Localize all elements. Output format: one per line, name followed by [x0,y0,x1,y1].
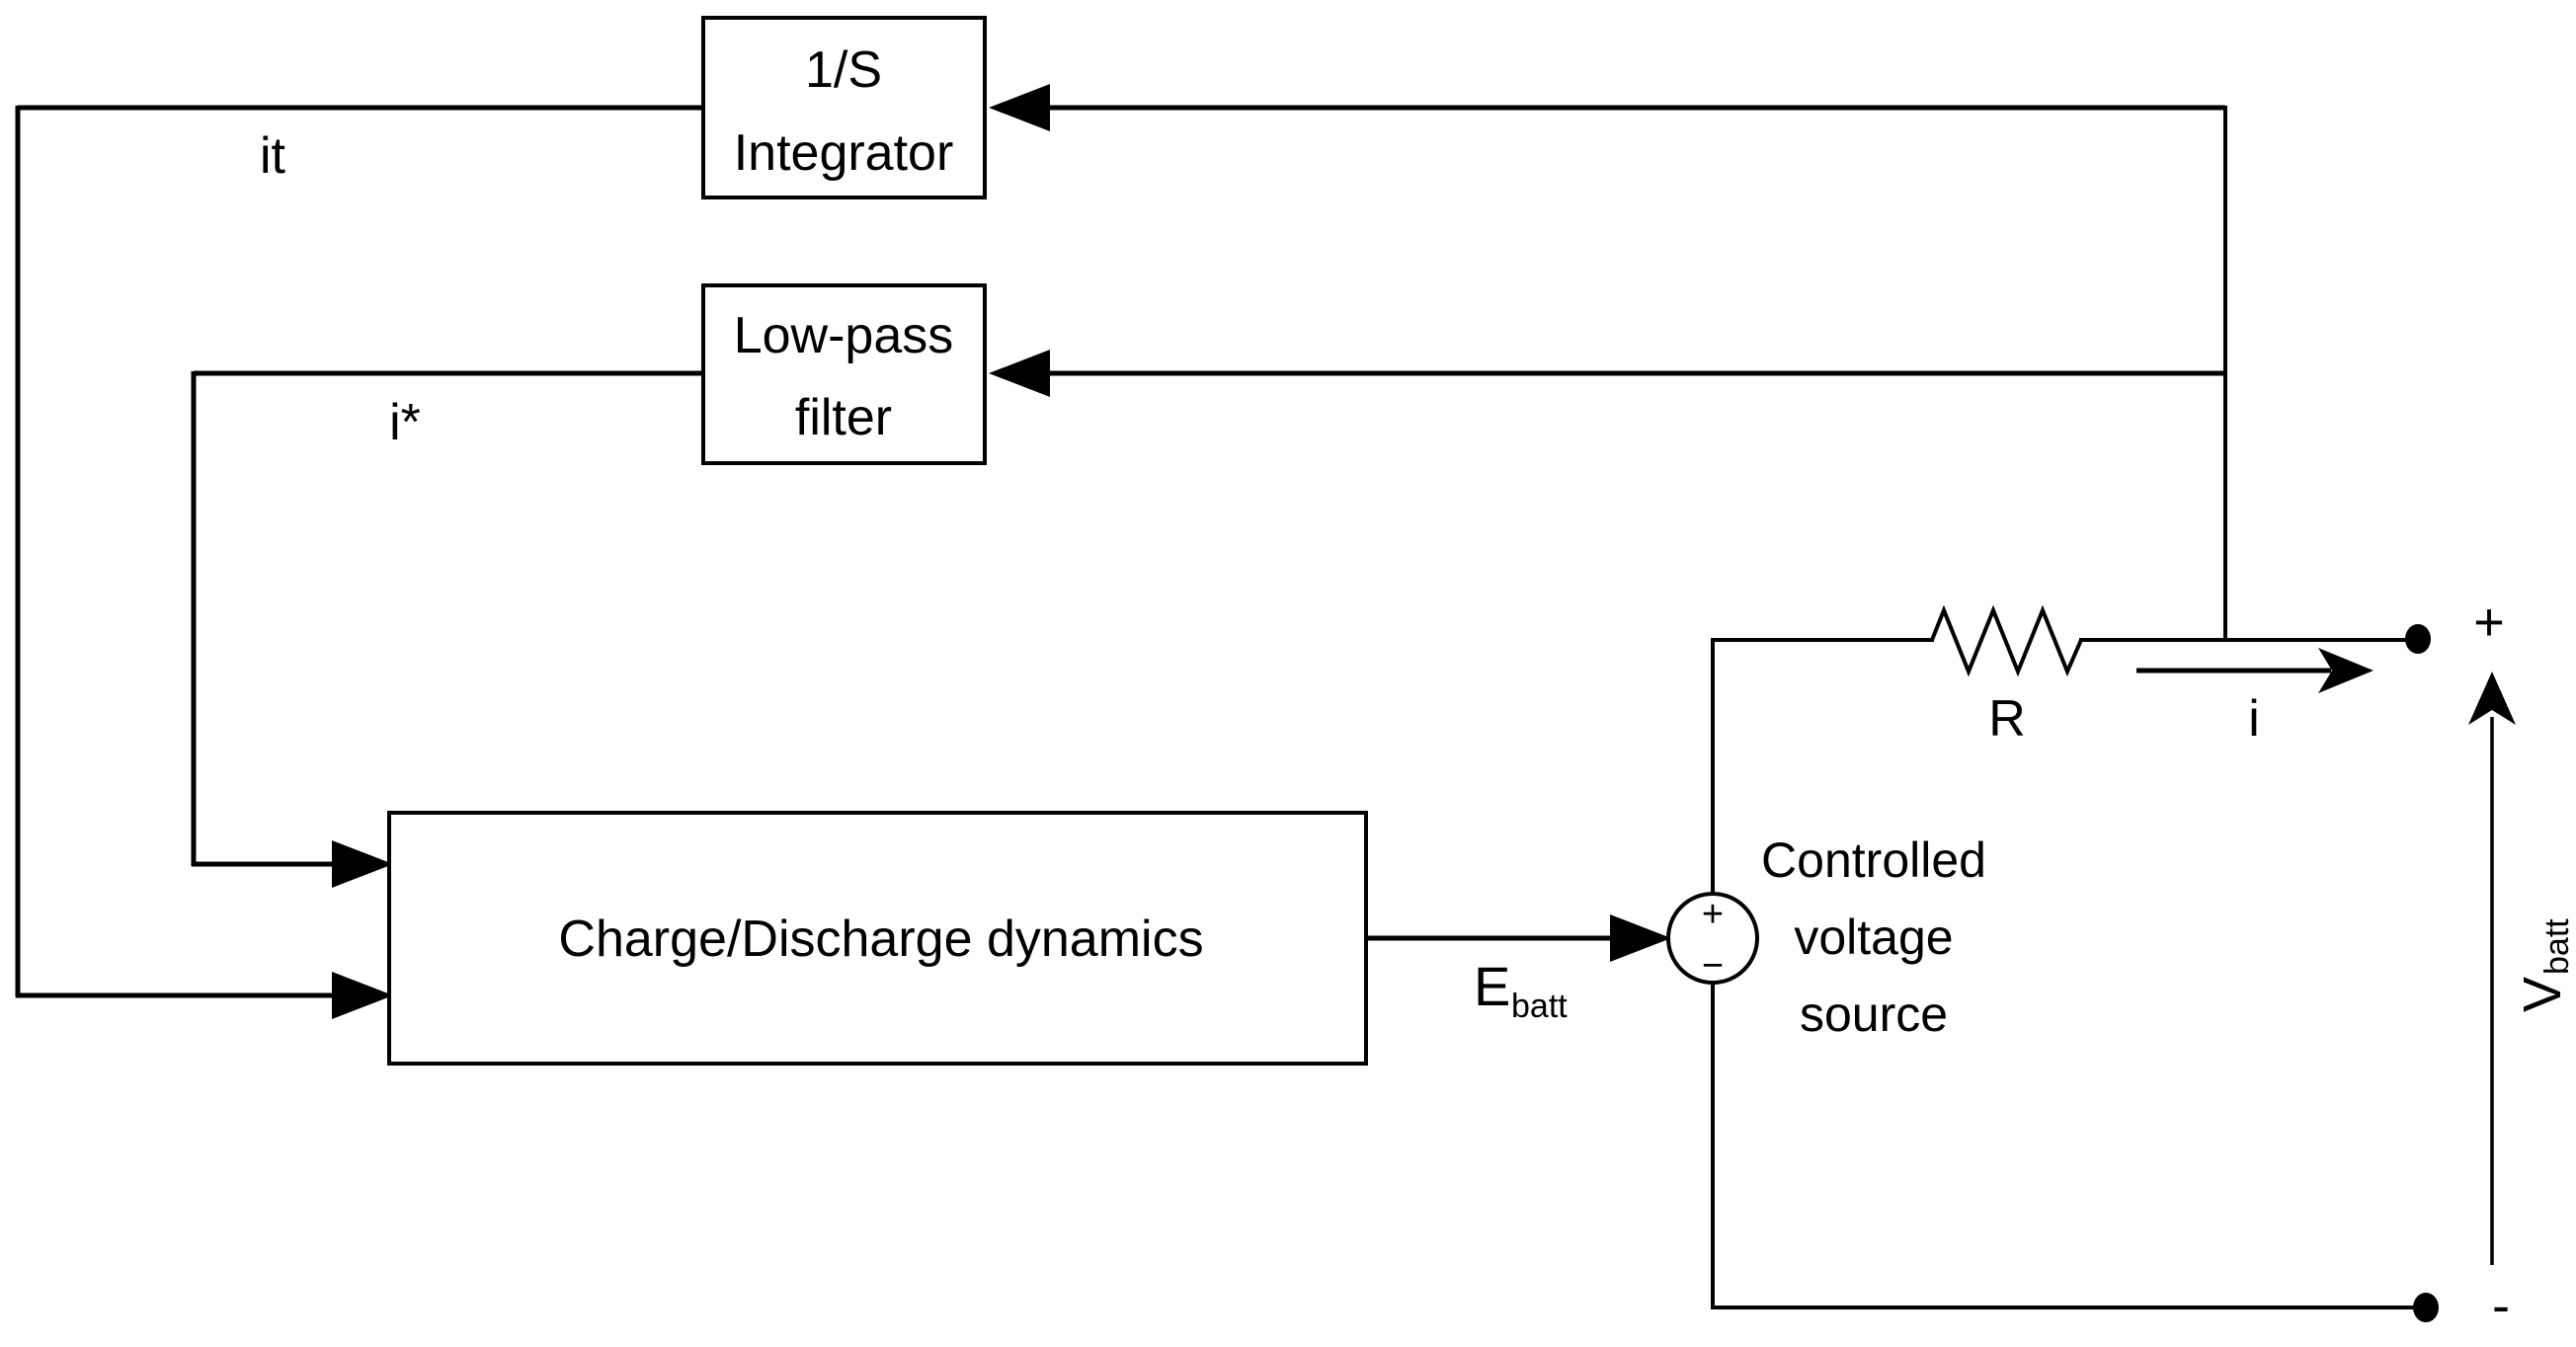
vbatt-arrowhead-icon [2468,672,2516,725]
voltage-source-plus-sign: + [1702,894,1724,935]
lowpass-block [701,283,987,465]
integrator-label-line2: Integrator [734,124,954,182]
integrator-label-line1: 1/S [805,41,882,99]
vbatt-label-group: V batt [2513,918,2576,1012]
positive-terminal-dot-icon [2405,624,2431,654]
lowpass-label-line2: filter [795,389,892,446]
cvs-label-line3: source [1800,987,1948,1042]
ebatt-label-sub: batt [1511,988,1568,1025]
lowpass-input-arrowhead-icon [989,350,1050,397]
iref-signal-label: i* [389,394,421,451]
vbatt-label-sub: batt [2538,918,2576,975]
integrator-input-arrowhead-icon [989,84,1050,131]
vbatt-label-base: V [2513,977,2572,1012]
negative-terminal-label: - [2492,1276,2510,1335]
resistor-icon [1930,604,2083,677]
current-label: i [2248,690,2260,748]
lowpass-label-line1: Low-pass [734,307,954,364]
current-arrowhead-icon [2318,648,2374,693]
ebatt-arrowhead-icon [1610,914,1671,962]
it-input-arrowhead-icon [332,972,393,1019]
charge-discharge-block [387,811,1368,1066]
cvs-label-line2: voltage [1794,910,1953,965]
negative-terminal-dot-icon [2413,1293,2439,1322]
voltage-source-minus-sign: − [1702,945,1724,987]
integrator-block [701,16,987,199]
cvs-label-line1: Controlled [1761,832,1986,888]
positive-terminal-label: + [2473,593,2505,652]
resistor-label: R [1988,690,2026,748]
charge-discharge-label: Charge/Discharge dynamics [558,911,1203,968]
ebatt-label-base: E [1474,955,1510,1017]
iref-input-arrowhead-icon [332,840,393,888]
it-signal-label: it [260,127,286,185]
